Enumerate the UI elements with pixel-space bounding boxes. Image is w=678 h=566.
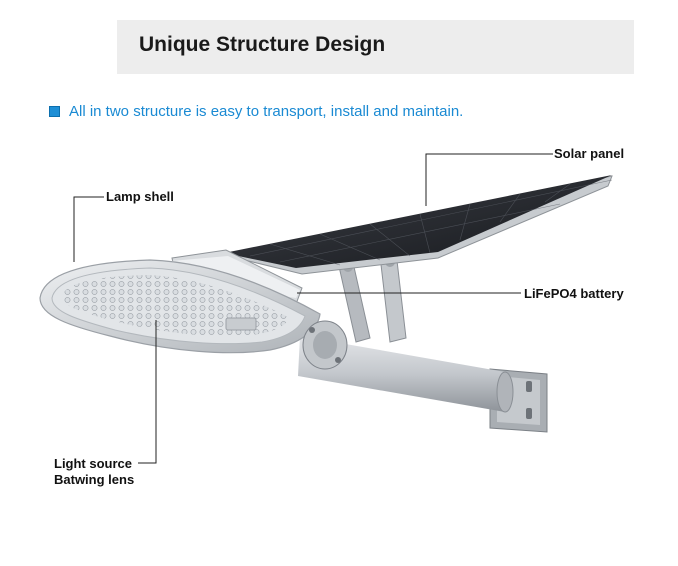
- title-banner: Unique Structure Design: [117, 20, 634, 74]
- label-batwing-lens: Batwing lens: [54, 472, 135, 487]
- label-solar-panel: Solar panel: [554, 146, 625, 161]
- solar-panel-leader: [425, 153, 553, 206]
- page-title: Unique Structure Design: [139, 33, 386, 56]
- label-lamp-shell: Lamp shell: [106, 189, 174, 204]
- light-source-leader: [138, 320, 157, 464]
- label-light-source: Light source: [54, 456, 133, 471]
- solar-panel: [223, 175, 613, 275]
- pole-arm: [298, 336, 514, 413]
- label-battery: LiFePO4 battery: [524, 286, 624, 301]
- intro-text: All in two structure is easy to transpor…: [69, 102, 464, 120]
- lamp-body: [39, 249, 321, 354]
- bullet-square-icon: [49, 105, 60, 117]
- pole-clamp: [302, 320, 348, 370]
- lamp-shell-leader: [73, 196, 104, 262]
- intro-bullet: All in two structure is easy to transpor…: [49, 101, 463, 121]
- callout-lines: [73, 153, 553, 464]
